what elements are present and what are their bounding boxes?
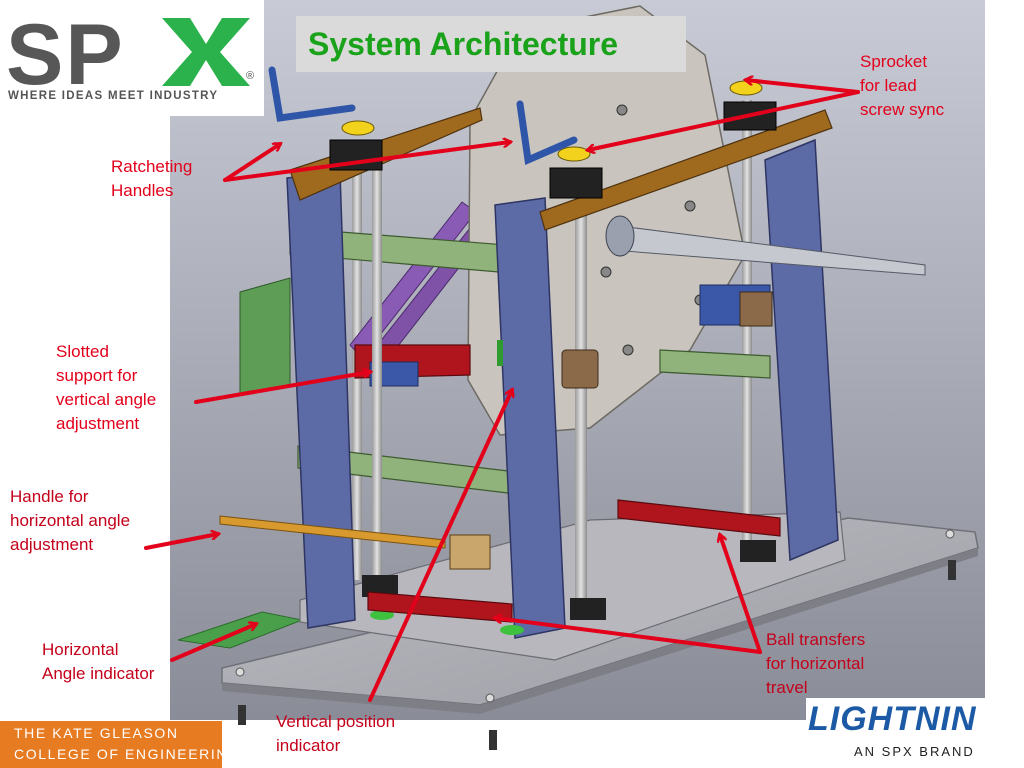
- bottom-block: [570, 598, 606, 620]
- handle-bracket: [449, 534, 491, 570]
- label-line: for horizontal: [766, 654, 865, 673]
- spx-logo: ® WHERE IDEAS MEET INDUSTRY: [0, 0, 264, 116]
- label-line: Vertical position: [276, 712, 396, 731]
- inner-platform: [299, 511, 846, 661]
- arrow-handle-horizontal: [144, 534, 218, 550]
- kgcoe-line-2: COLLEGE OF ENGINEERING: [14, 746, 241, 762]
- bottom-beam-back: [617, 499, 781, 537]
- sprocket: [557, 146, 591, 162]
- label-line: Handles: [111, 181, 174, 200]
- arrow-vertical-indicator: [368, 390, 512, 702]
- label-line: support for: [56, 366, 138, 385]
- label-ratcheting-handles: Ratcheting Handles: [111, 155, 192, 203]
- bottom-block: [362, 575, 398, 597]
- label-sprocket: Sprocket for lead screw sync: [860, 50, 944, 122]
- registered-mark: ®: [246, 70, 255, 82]
- lead-screw-front-right: [575, 190, 587, 610]
- bearing-block: [739, 291, 773, 327]
- label-line: horizontal angle: [10, 511, 131, 530]
- kgcoe-line-1: THE KATE GLEASON: [14, 725, 179, 741]
- label-line: indicator: [276, 736, 341, 755]
- arrow-ratchet-2: [223, 142, 510, 182]
- arrow-sprocket-1: [746, 80, 860, 94]
- top-block: [549, 167, 603, 199]
- label-line: travel: [766, 678, 808, 697]
- plate-bolt: [622, 344, 634, 356]
- label-line: vertical angle: [56, 390, 157, 409]
- arrow-ratchet-1: [223, 142, 280, 182]
- drive-motor: [239, 277, 291, 396]
- lightnin-logo: LIGHTNIN AN SPX BRAND: [806, 698, 1024, 768]
- arrow-horizontal-indicator: [170, 624, 256, 662]
- label-line: Angle indicator: [42, 664, 155, 683]
- top-rail-right: [539, 109, 833, 231]
- label-line: Handle for: [10, 487, 89, 506]
- lead-screw-front-left: [372, 168, 382, 588]
- top-rail-left: [289, 107, 483, 201]
- frame-column-back-right: [764, 138, 839, 562]
- label-line: Ratcheting: [111, 157, 193, 176]
- spx-tagline: WHERE IDEAS MEET INDUSTRY: [8, 90, 219, 102]
- label-line: for lead: [860, 76, 917, 95]
- label-line: Ball transfers: [766, 630, 866, 649]
- label-line: Sprocket: [860, 52, 928, 71]
- ratcheting-handle: [516, 100, 578, 166]
- label-line: screw sync: [860, 100, 945, 119]
- crossbar-right: [659, 349, 771, 379]
- ball-transfer: [500, 625, 524, 635]
- label-vertical-indicator: Vertical position indicator: [276, 710, 395, 758]
- plate-bolt: [600, 266, 612, 278]
- spx-logo-mark: SP: [0, 0, 264, 116]
- lightnin-subtitle: AN SPX BRAND: [854, 744, 975, 759]
- plate-bolt: [684, 200, 696, 212]
- arrow-ball-transfer-2: [720, 535, 762, 654]
- spx-wordmark-sp: SP: [6, 7, 125, 103]
- slide-margin-left: [0, 116, 170, 721]
- horizontal-adjust-handle: [219, 515, 446, 549]
- annotation-arrows: [144, 80, 860, 702]
- ball-transfer: [370, 610, 394, 620]
- kgcoe-logo: THE KATE GLEASON COLLEGE OF ENGINEERING: [0, 721, 239, 768]
- spx-x-mark: [162, 18, 250, 86]
- sprocket: [341, 120, 375, 136]
- lead-screw-nut: [561, 349, 599, 389]
- bottom-block: [740, 540, 776, 562]
- lightnin-wordmark: LIGHTNIN: [808, 700, 977, 738]
- plate-bolt: [616, 104, 628, 116]
- arrow-sprocket-2: [588, 90, 860, 150]
- label-handle-horizontal: Handle for horizontal angle adjustment: [10, 485, 130, 557]
- label-line: Horizontal: [42, 640, 119, 659]
- label-ball-transfers: Ball transfers for horizontal travel: [766, 628, 865, 700]
- ratcheting-handle: [268, 66, 356, 122]
- label-line: adjustment: [56, 414, 140, 433]
- label-line: adjustment: [10, 535, 94, 554]
- label-line: Slotted: [56, 342, 109, 361]
- arrow-slotted: [194, 372, 370, 404]
- slide-title: System Architecture: [296, 16, 686, 72]
- label-slotted-support: Slotted support for vertical angle adjus…: [56, 340, 156, 436]
- label-horizontal-indicator: Horizontal Angle indicator: [42, 638, 154, 686]
- vertical-position-indicator: [497, 340, 503, 366]
- slide-margin-right: [985, 0, 1024, 698]
- arrow-ball-transfer-1: [495, 618, 762, 654]
- shaft-hub: [605, 215, 635, 257]
